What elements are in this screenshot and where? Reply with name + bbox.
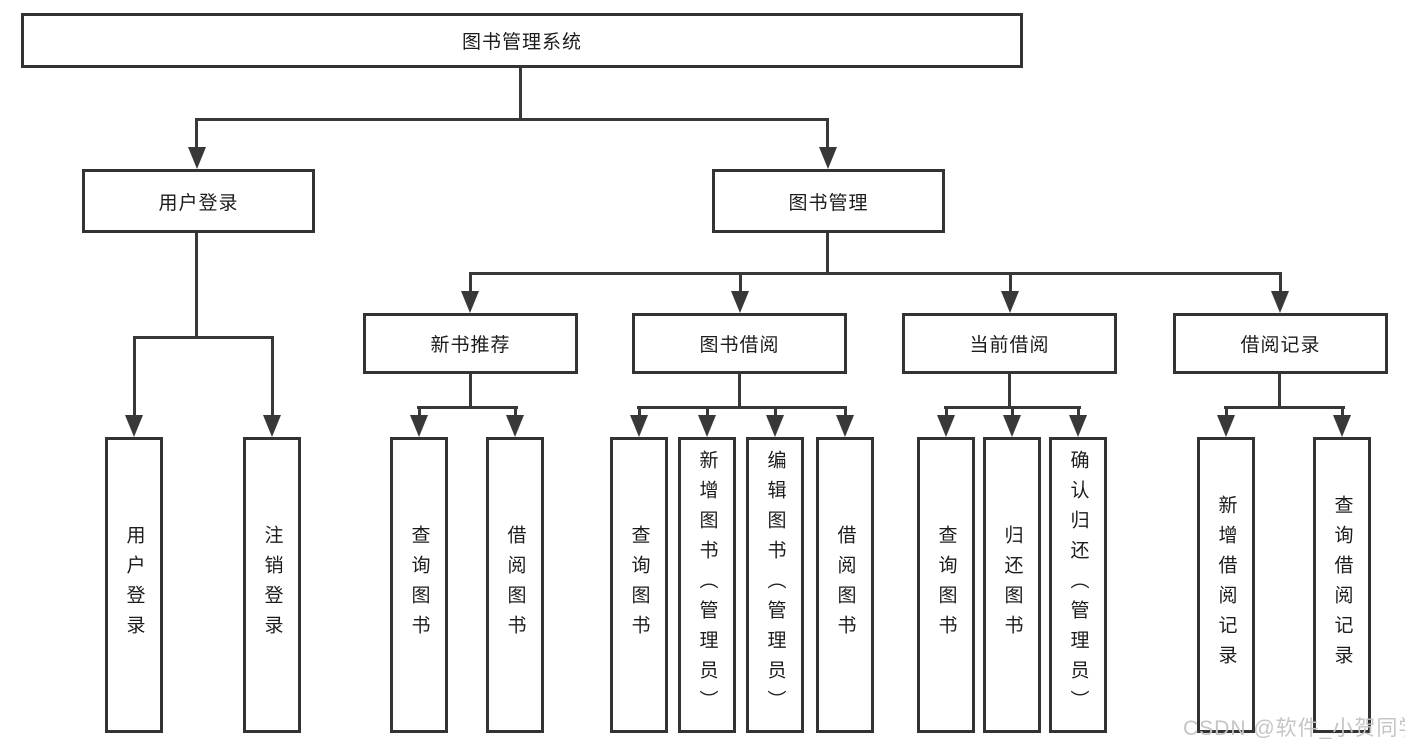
arrow-down-icon bbox=[819, 147, 837, 169]
node-current-borrowing: 当前借阅 bbox=[902, 313, 1117, 374]
node-library-management-system: 图书管理系统 bbox=[21, 13, 1023, 68]
arrow-down-icon bbox=[1271, 291, 1289, 313]
arrow-down-icon bbox=[836, 415, 854, 437]
connector-arrow-stem bbox=[638, 406, 641, 418]
connector-arrow-stem bbox=[1225, 406, 1228, 418]
arrow-down-icon bbox=[1001, 291, 1019, 313]
connector-level3-rail bbox=[469, 272, 1281, 275]
leaf-label: 新增图书（管理员） bbox=[696, 450, 718, 720]
arrow-down-icon bbox=[937, 415, 955, 437]
leaf-borrow-books: 借阅图书 bbox=[816, 437, 874, 733]
connector-group-rail bbox=[1224, 406, 1345, 409]
leaf-query-books-borrowing: 查询图书 bbox=[610, 437, 668, 733]
leaf-label: 新增借阅记录 bbox=[1215, 495, 1237, 675]
connector-arrow-stem bbox=[774, 406, 777, 418]
connector-arrow-stem bbox=[195, 118, 198, 150]
leaf-label: 归还图书 bbox=[1001, 525, 1023, 645]
arrow-down-icon bbox=[630, 415, 648, 437]
arrow-down-icon bbox=[731, 291, 749, 313]
connector-arrow-stem bbox=[739, 272, 742, 294]
connector-arrow-stem bbox=[706, 406, 709, 418]
leaf-borrow-books-recommend: 借阅图书 bbox=[486, 437, 544, 733]
connector-user-login-rail bbox=[133, 336, 274, 339]
connector-arrow-stem bbox=[418, 406, 421, 418]
arrow-down-icon bbox=[263, 415, 281, 437]
leaf-label: 借阅图书 bbox=[504, 525, 526, 645]
connector-arrow-stem bbox=[1341, 406, 1344, 418]
arrow-down-icon bbox=[461, 291, 479, 313]
leaf-label: 编辑图书（管理员） bbox=[764, 450, 786, 720]
node-new-book-recommendation: 新书推荐 bbox=[363, 313, 578, 374]
leaf-label: 查询借阅记录 bbox=[1331, 495, 1353, 675]
arrow-down-icon bbox=[506, 415, 524, 437]
connector-book-mgmt-stem bbox=[826, 233, 829, 275]
connector-arrow-stem bbox=[1009, 272, 1012, 294]
connector-arrow-stem bbox=[133, 336, 136, 418]
node-book-management: 图书管理 bbox=[712, 169, 945, 233]
connector-arrow-stem bbox=[1077, 406, 1080, 418]
leaf-add-books-admin: 新增图书（管理员） bbox=[678, 437, 736, 733]
leaf-query-borrow-record: 查询借阅记录 bbox=[1313, 437, 1371, 733]
connector-user-login-stem bbox=[195, 233, 198, 338]
leaf-label: 查询图书 bbox=[408, 525, 430, 645]
leaf-add-borrow-record: 新增借阅记录 bbox=[1197, 437, 1255, 733]
arrow-down-icon bbox=[698, 415, 716, 437]
node-user-login: 用户登录 bbox=[82, 169, 315, 233]
connector-group-stem bbox=[738, 374, 741, 409]
connector-group-stem bbox=[1278, 374, 1281, 409]
arrow-down-icon bbox=[410, 415, 428, 437]
arrow-down-icon bbox=[188, 147, 206, 169]
leaf-label: 查询图书 bbox=[935, 525, 957, 645]
connector-group-stem bbox=[469, 374, 472, 409]
arrow-down-icon bbox=[1069, 415, 1087, 437]
connector-root-stem bbox=[519, 68, 522, 120]
arrow-down-icon bbox=[125, 415, 143, 437]
leaf-confirm-return-admin: 确认归还（管理员） bbox=[1049, 437, 1107, 733]
leaf-label: 查询图书 bbox=[628, 525, 650, 645]
arrow-down-icon bbox=[766, 415, 784, 437]
connector-arrow-stem bbox=[826, 118, 829, 150]
leaf-label: 确认归还（管理员） bbox=[1067, 450, 1089, 720]
csdn-watermark: CSDN @软件_小贺同学 bbox=[1183, 717, 1405, 740]
node-borrowing-records: 借阅记录 bbox=[1173, 313, 1388, 374]
connector-level1-rail bbox=[195, 118, 829, 121]
connector-group-rail bbox=[637, 406, 847, 409]
connector-group-stem bbox=[1008, 374, 1011, 409]
leaf-edit-books-admin: 编辑图书（管理员） bbox=[746, 437, 804, 733]
connector-arrow-stem bbox=[271, 336, 274, 418]
leaf-label: 注销登录 bbox=[261, 525, 283, 645]
connector-arrow-stem bbox=[844, 406, 847, 418]
leaf-label: 借阅图书 bbox=[834, 525, 856, 645]
arrow-down-icon bbox=[1333, 415, 1351, 437]
leaf-user-login: 用户登录 bbox=[105, 437, 163, 733]
leaf-query-books-recommend: 查询图书 bbox=[390, 437, 448, 733]
connector-arrow-stem bbox=[1279, 272, 1282, 294]
node-book-borrowing: 图书借阅 bbox=[632, 313, 847, 374]
connector-arrow-stem bbox=[469, 272, 472, 294]
arrow-down-icon bbox=[1003, 415, 1021, 437]
connector-arrow-stem bbox=[945, 406, 948, 418]
connector-arrow-stem bbox=[514, 406, 517, 418]
leaf-logout: 注销登录 bbox=[243, 437, 301, 733]
connector-arrow-stem bbox=[1011, 406, 1014, 418]
arrow-down-icon bbox=[1217, 415, 1235, 437]
connector-group-rail bbox=[417, 406, 518, 409]
leaf-query-books-current: 查询图书 bbox=[917, 437, 975, 733]
leaf-return-books: 归还图书 bbox=[983, 437, 1041, 733]
leaf-label: 用户登录 bbox=[123, 525, 145, 645]
